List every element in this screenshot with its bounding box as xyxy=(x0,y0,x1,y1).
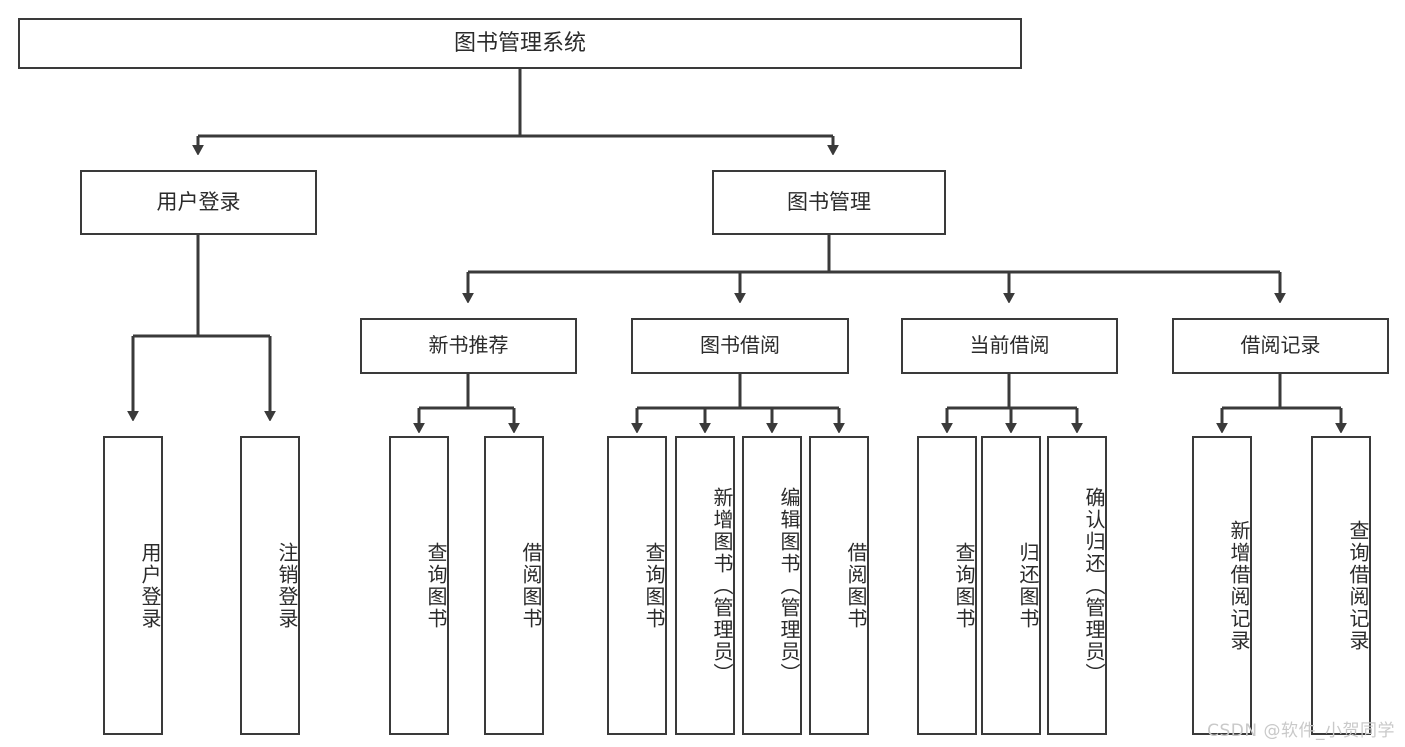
leaf-book-borrow-edit-book-admin[interactable]: 编辑图书（管理员） xyxy=(742,436,802,735)
node-book-borrow[interactable]: 图书借阅 xyxy=(631,318,849,374)
leaf-borrow-record-add-record[interactable]: 新增借阅记录 xyxy=(1192,436,1252,735)
leaf-book-borrow-add-book-admin[interactable]: 新增图书（管理员） xyxy=(675,436,735,735)
leaf-current-borrow-query-book[interactable]: 查询图书 xyxy=(917,436,977,735)
watermark-credit: CSDN @软件_小贺同学 xyxy=(1207,721,1395,741)
leaf-book-borrow-borrow-book[interactable]: 借阅图书 xyxy=(809,436,869,735)
leaf-current-borrow-return-book[interactable]: 归还图书 xyxy=(981,436,1041,735)
node-current-borrow[interactable]: 当前借阅 xyxy=(901,318,1118,374)
node-user-login[interactable]: 用户登录 xyxy=(80,170,317,235)
leaf-user-login-logout[interactable]: 注销登录 xyxy=(240,436,300,735)
leaf-new-book-borrow-book[interactable]: 借阅图书 xyxy=(484,436,544,735)
node-new-book-recommend[interactable]: 新书推荐 xyxy=(360,318,577,374)
leaf-borrow-record-query-record[interactable]: 查询借阅记录 xyxy=(1311,436,1371,735)
leaf-new-book-query-book[interactable]: 查询图书 xyxy=(389,436,449,735)
leaf-book-borrow-query-book[interactable]: 查询图书 xyxy=(607,436,667,735)
leaf-current-borrow-confirm-return-admin[interactable]: 确认归还（管理员） xyxy=(1047,436,1107,735)
node-borrow-record[interactable]: 借阅记录 xyxy=(1172,318,1389,374)
node-book-management[interactable]: 图书管理 xyxy=(712,170,946,235)
leaf-user-login-login[interactable]: 用户登录 xyxy=(103,436,163,735)
node-root-system[interactable]: 图书管理系统 xyxy=(18,18,1022,69)
